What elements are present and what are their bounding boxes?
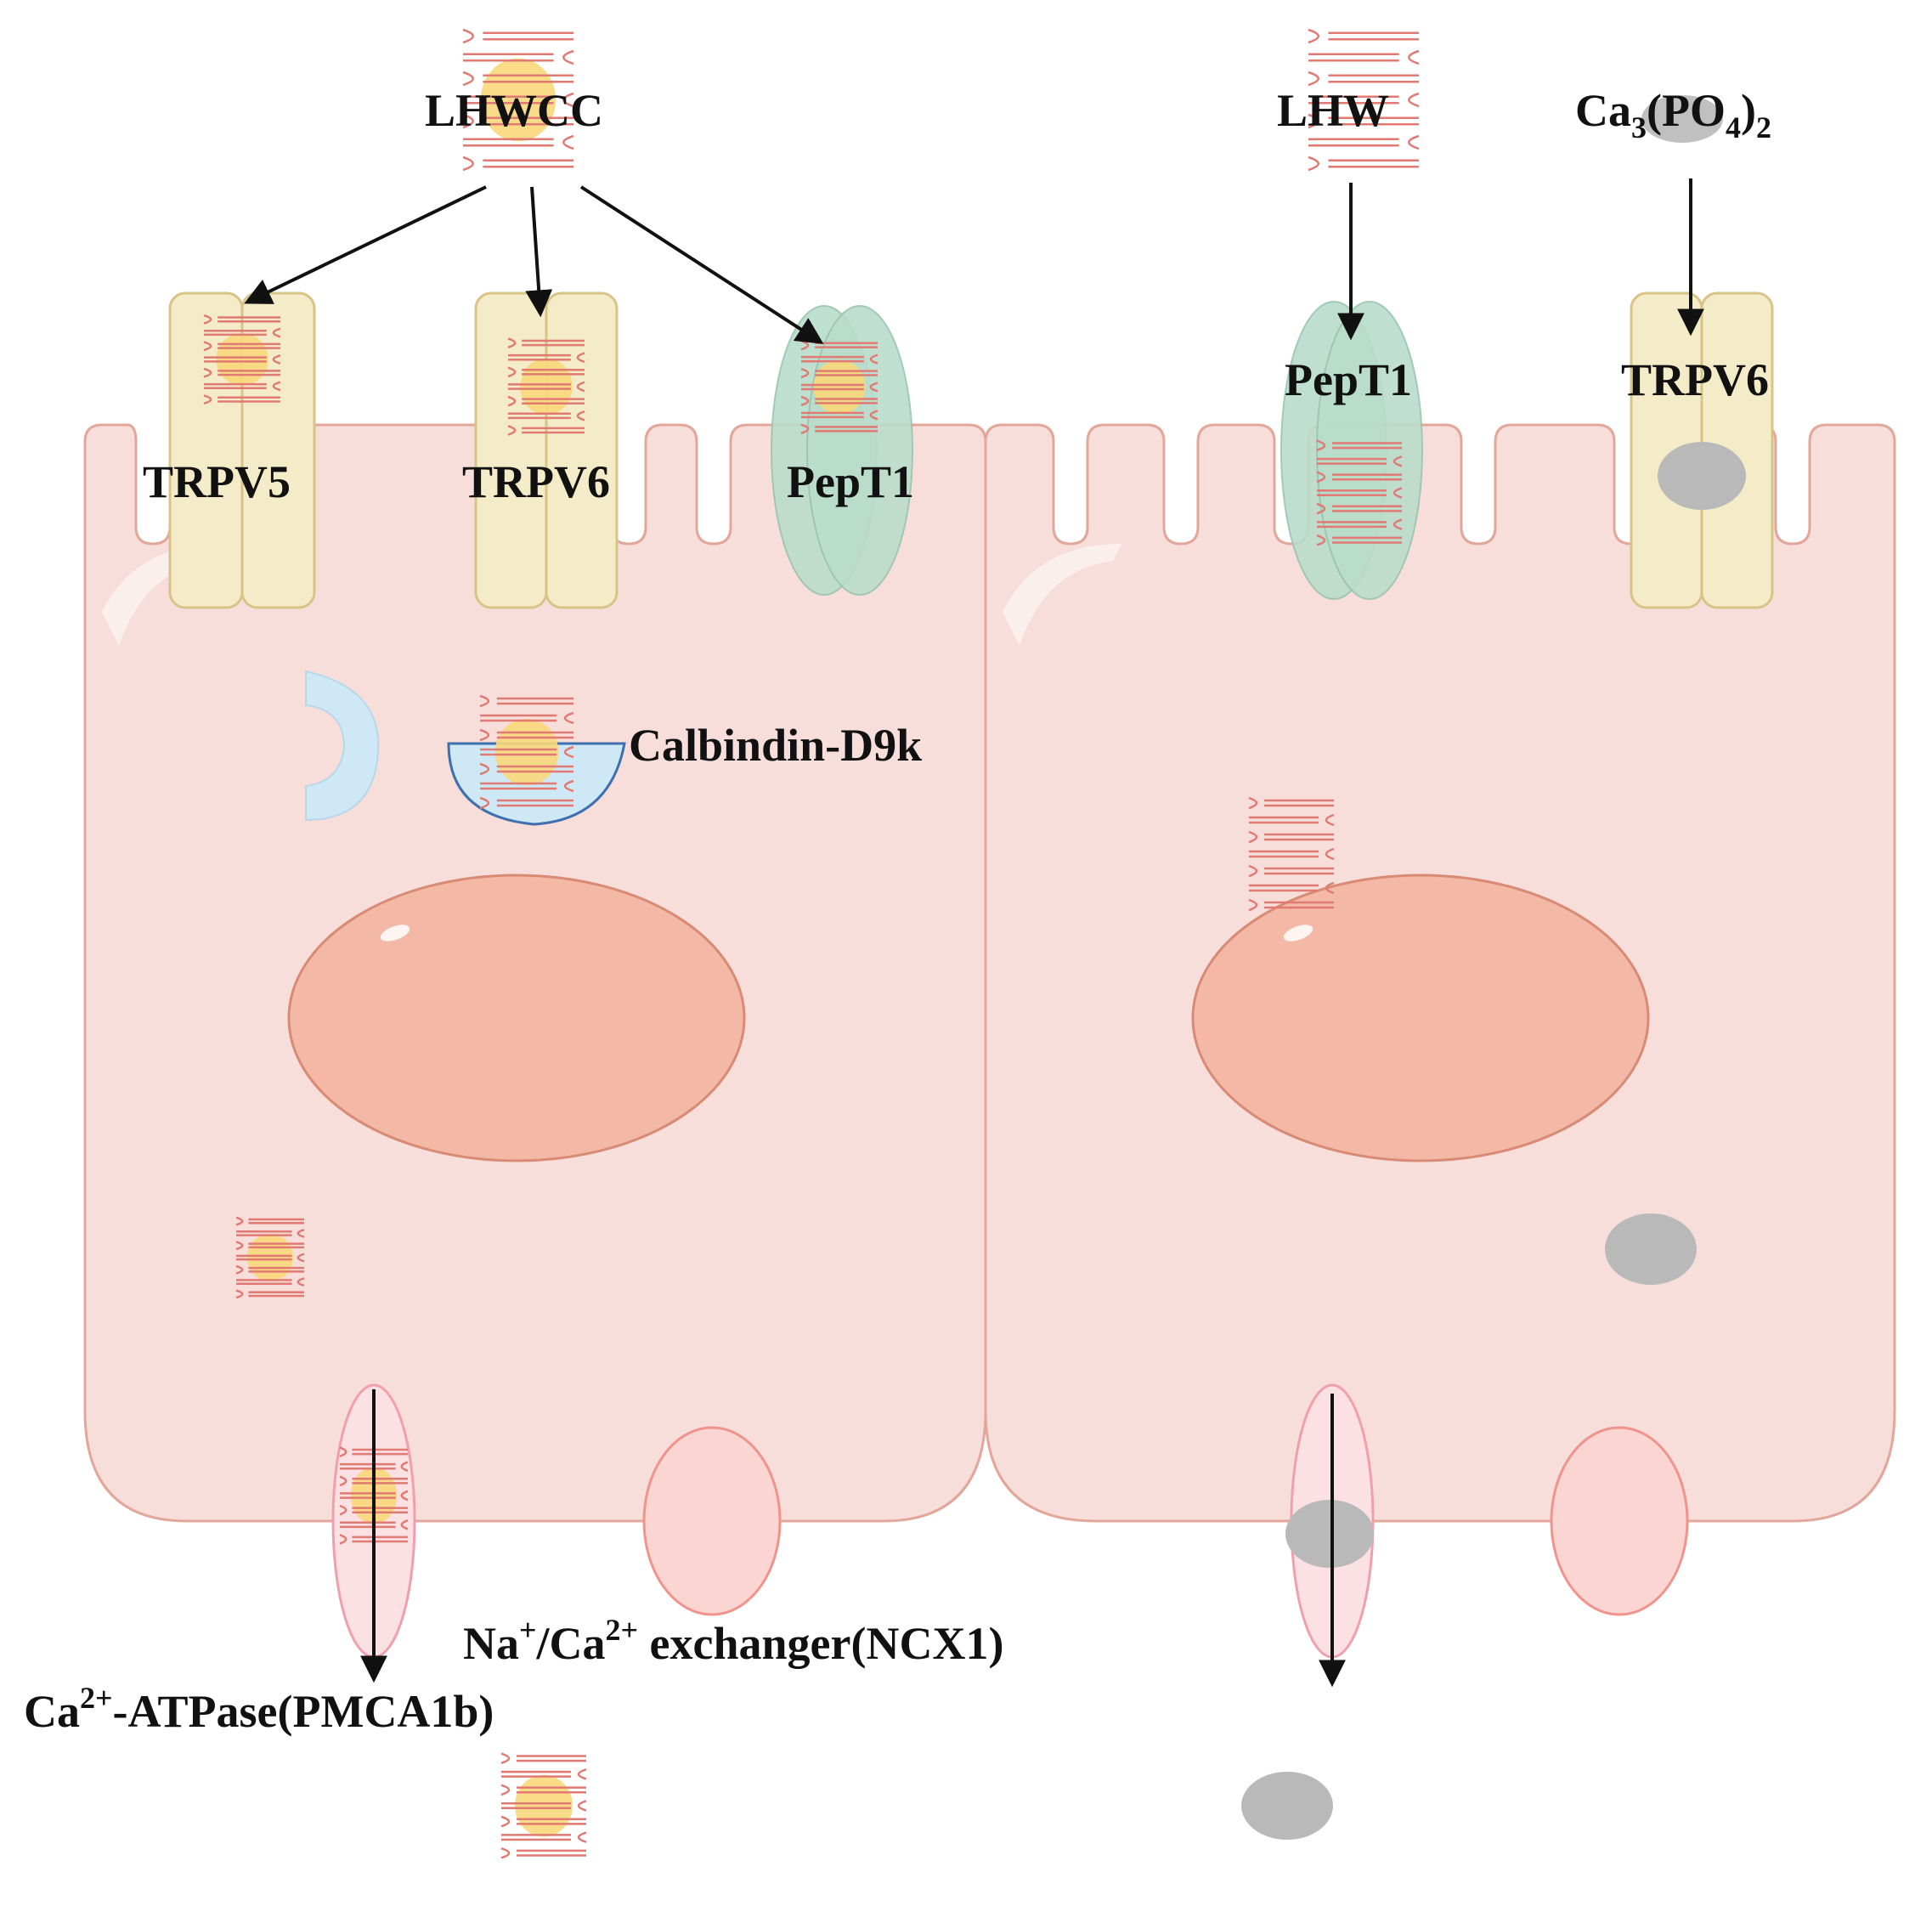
calcium-ion (813, 359, 866, 415)
peptide-chain (1248, 796, 1335, 912)
peptide-markers (203, 28, 1420, 1859)
label-trpv5: TRPV5 (143, 456, 291, 507)
pept1-transporter-left (771, 305, 913, 596)
ca-phosphate-particle (1658, 442, 1746, 510)
label-pept1-left: PepT1 (787, 456, 914, 507)
trpv6-channel-right (1630, 291, 1774, 609)
peptide-calcium-complex (507, 337, 585, 436)
peptide-chain (1316, 439, 1403, 546)
ncx1-exchanger-right (1550, 1426, 1689, 1616)
ca-phosphate-particles (1241, 95, 1746, 1840)
ncx1-exchanger-left (642, 1426, 782, 1616)
calcium-ion (480, 58, 556, 142)
peptide-chain (1308, 28, 1420, 172)
peptide-calcium-complex (800, 340, 878, 434)
nucleus-left (287, 874, 746, 1162)
arrow-lhwcc-to-trpv6 (525, 186, 553, 318)
ca-phosphate-particle (1641, 95, 1723, 143)
label-trpv6-left: TRPV6 (462, 456, 610, 507)
peptide-calcium-complex (235, 1216, 305, 1299)
ca-phosphate-particle (1285, 1500, 1374, 1568)
label-calbindin: Calbindin-D9k (629, 720, 922, 771)
calcium-ion (515, 1774, 573, 1837)
pept1-transporter-right (1280, 301, 1423, 600)
arrows (244, 178, 1704, 1688)
label-ncx1: Na+/Ca2+ exchanger(NCX1) (463, 1613, 1003, 1669)
nucleus-right (1191, 874, 1650, 1162)
arrow-lhwcc-to-pept1 (579, 185, 824, 344)
peptide-calcium-complex (203, 314, 281, 405)
calcium-ion (246, 1234, 294, 1281)
calcium-ion (494, 718, 559, 786)
ca-phosphate-particle (1241, 1772, 1333, 1840)
calcium-ion (216, 333, 268, 386)
label-lhwcc: LHWCC (425, 85, 603, 136)
label-ca3po42: Ca3(PO4)2 (1575, 85, 1771, 144)
peptide-calcium-complex (479, 694, 574, 810)
ca-phosphate-particle (1605, 1213, 1697, 1285)
arrow-lhwcc-to-trpv5 (244, 185, 487, 304)
label-lhw: LHW (1277, 85, 1389, 136)
label-trpv6-right: TRPV6 (1621, 354, 1769, 405)
peptide-calcium-complex (462, 28, 574, 172)
label-pept1-right: PepT1 (1285, 354, 1412, 405)
peptide-calcium-complex (500, 1752, 587, 1859)
label-pmca1b: Ca2+-ATPase(PMCA1b) (24, 1681, 494, 1737)
calcium-ion (520, 358, 573, 416)
